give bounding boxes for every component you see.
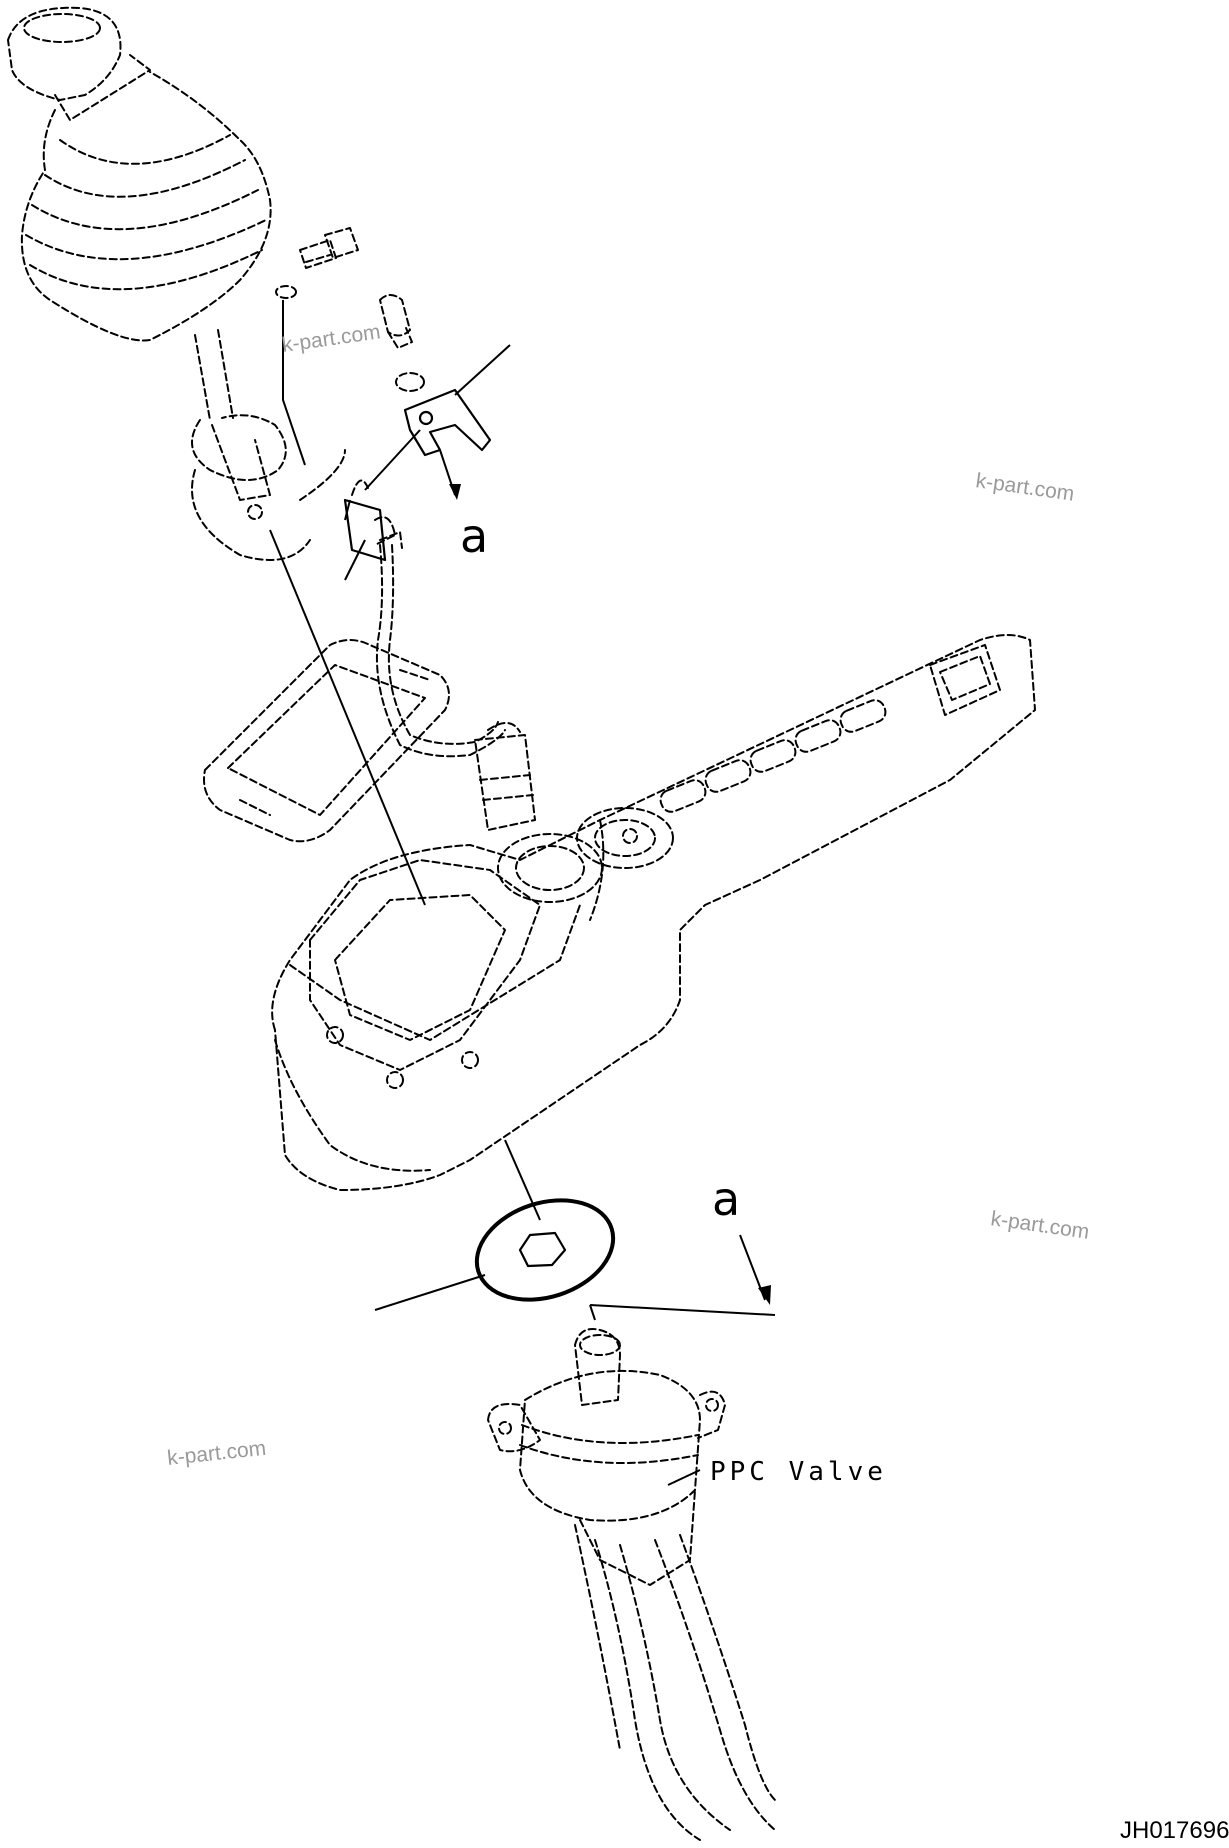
ppc-valve <box>487 1328 776 1841</box>
leader-upper-bolt <box>282 300 306 466</box>
console-switch-panel <box>497 644 1001 903</box>
watermark-1: k-part.com <box>280 320 381 357</box>
bolt-upper <box>299 227 359 269</box>
view-callout-a-lower: a <box>712 1172 740 1226</box>
drawing-code: JH017696 <box>1120 1817 1229 1844</box>
leader-boot-to-base <box>344 499 351 521</box>
view-arrow-lower-head <box>758 1285 771 1305</box>
view-callout-a-upper: a <box>460 509 488 563</box>
boot-plate <box>474 1198 616 1302</box>
leader-clip <box>344 539 366 581</box>
ppc-valve-label: PPC Valve <box>710 1457 887 1487</box>
view-arrow-upper-head <box>449 484 461 500</box>
lever-shaft <box>194 329 234 421</box>
leader-valve-top <box>589 1304 596 1321</box>
watermark-3: k-part.com <box>989 1207 1090 1244</box>
harness-clip <box>343 479 403 562</box>
washer-upper <box>275 285 297 299</box>
wiring-harness <box>375 544 506 758</box>
watermark-4: k-part.com <box>166 1437 267 1470</box>
leader-clip-to-bracket <box>364 429 421 491</box>
watermark-2: k-part.com <box>974 469 1075 506</box>
leader-ppc-valve <box>667 1469 701 1486</box>
washer-right <box>395 372 425 392</box>
leader-console-to-plate <box>504 1139 541 1221</box>
harness-connector <box>474 722 536 831</box>
lever-bezel-plate <box>203 639 450 843</box>
leader-valve-to-a <box>589 1304 776 1316</box>
bolt-right <box>379 294 413 349</box>
lever-pivot-base <box>191 414 346 561</box>
leader-plate <box>374 1274 486 1311</box>
console-armrest <box>271 634 1036 1191</box>
leader-center-line <box>269 529 426 906</box>
leader-bracket <box>454 344 511 396</box>
lever-grip-and-boot <box>7 6 272 342</box>
bracket <box>403 388 492 457</box>
